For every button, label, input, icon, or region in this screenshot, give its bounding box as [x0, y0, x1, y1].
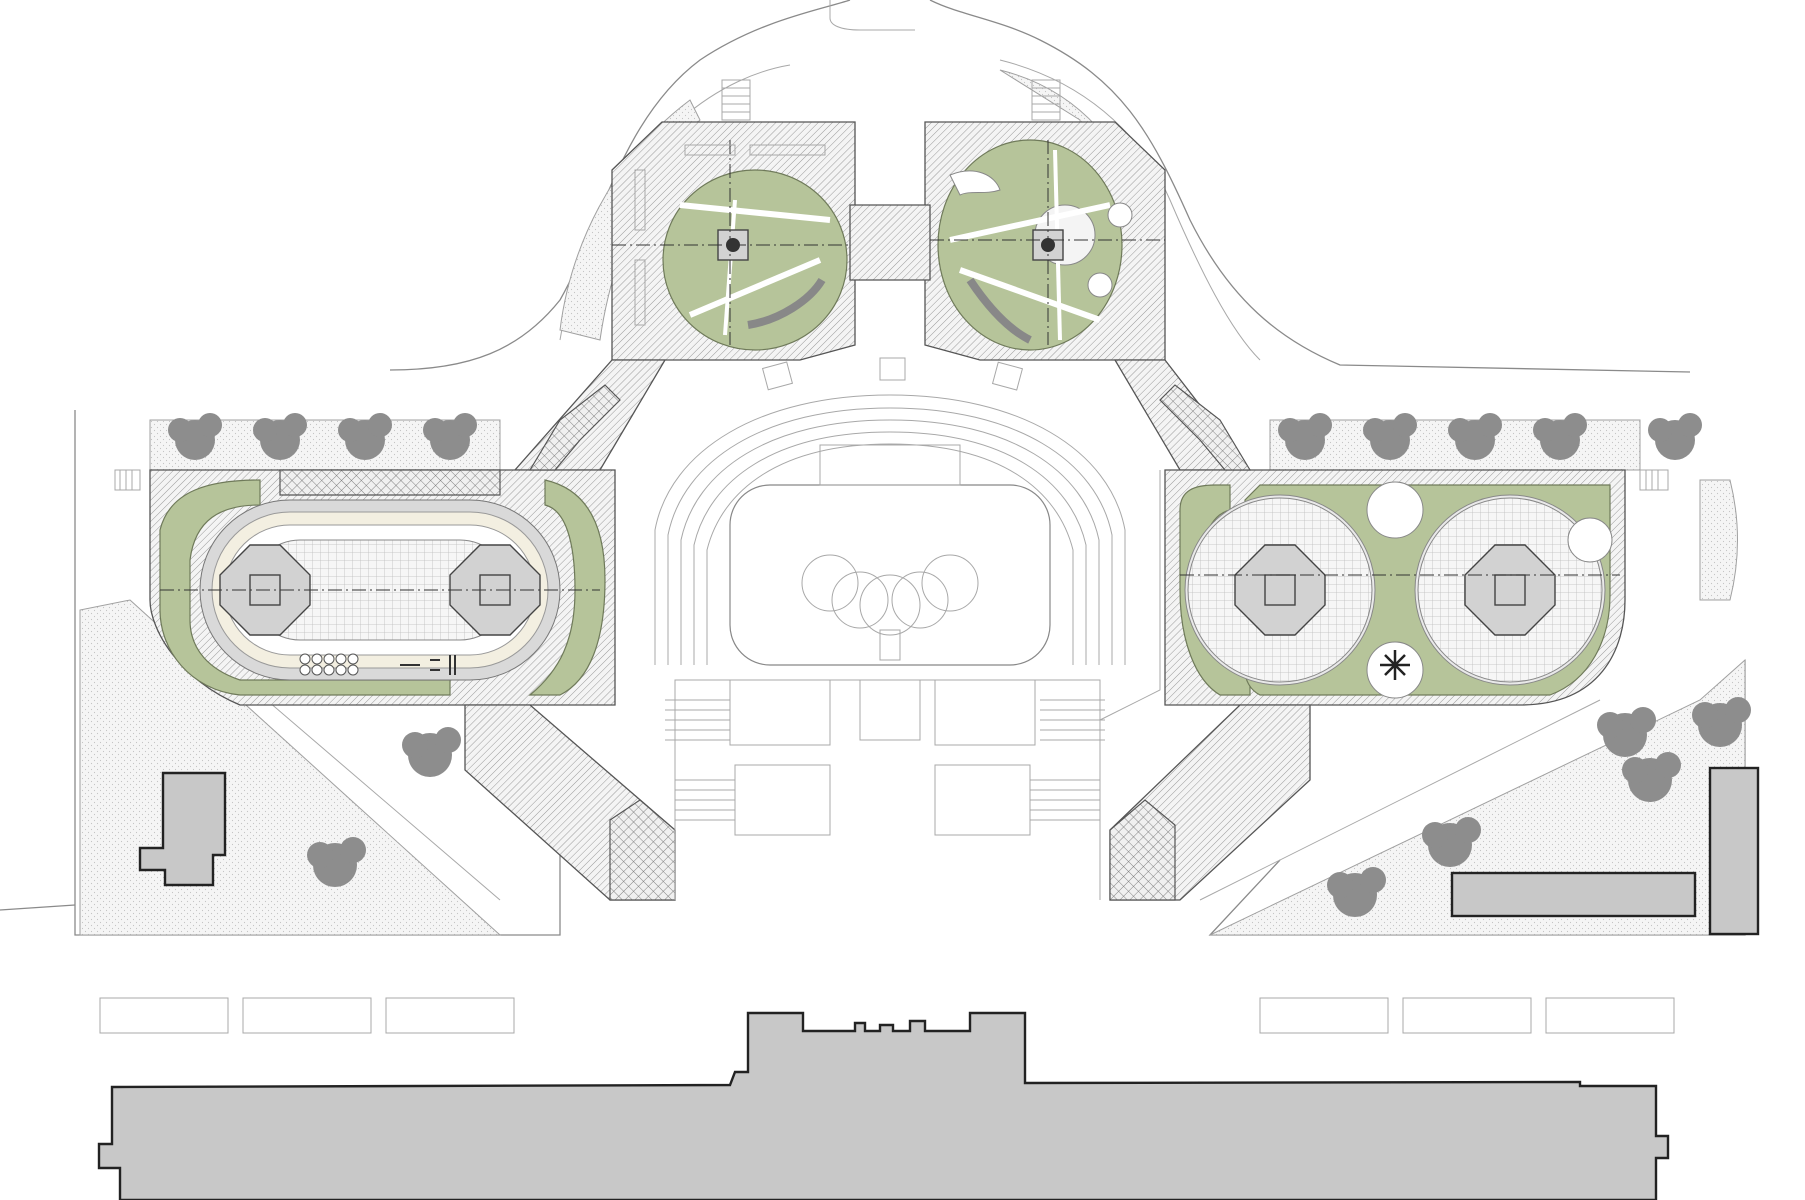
- tree-icon: [1692, 697, 1751, 747]
- oval-track-plaza: [114, 469, 606, 696]
- fountain-icon: [1380, 650, 1410, 680]
- amphitheater: [654, 357, 1126, 900]
- stair-icon: [721, 79, 751, 121]
- tree-icon: [1278, 413, 1332, 460]
- tree-icon: [1448, 413, 1502, 460]
- tree-icon: [253, 413, 307, 460]
- equipment-row: [299, 653, 456, 676]
- tree-icon: [1327, 867, 1386, 917]
- tree-icon: [402, 727, 461, 777]
- pavilion-icon: [1464, 544, 1556, 636]
- stair-icon: [114, 469, 141, 491]
- fountain-icon: [801, 554, 979, 661]
- garden-north-east: [930, 79, 1165, 351]
- tree-icon: [338, 413, 392, 460]
- tree-icon: [1363, 413, 1417, 460]
- stair-icon: [1639, 469, 1669, 491]
- garden-north-west: [612, 79, 850, 351]
- existing-buildings: [97, 766, 1760, 1200]
- parking-bays: [99, 997, 1675, 1034]
- tree-icon: [1533, 413, 1587, 460]
- bridges: [279, 384, 1252, 901]
- tree-icon: [307, 837, 366, 887]
- tree-icon: [1597, 707, 1656, 757]
- tree-icon: [168, 413, 222, 460]
- tree-icon: [423, 413, 477, 460]
- stair-icon: [1031, 79, 1061, 121]
- tree-icon: [1622, 752, 1681, 802]
- double-circle-plaza: [1179, 469, 1669, 699]
- tree-icon: [1648, 413, 1702, 460]
- tree-icon: [1422, 817, 1481, 867]
- trees: [168, 413, 1751, 917]
- pavilion-icon: [1234, 544, 1326, 636]
